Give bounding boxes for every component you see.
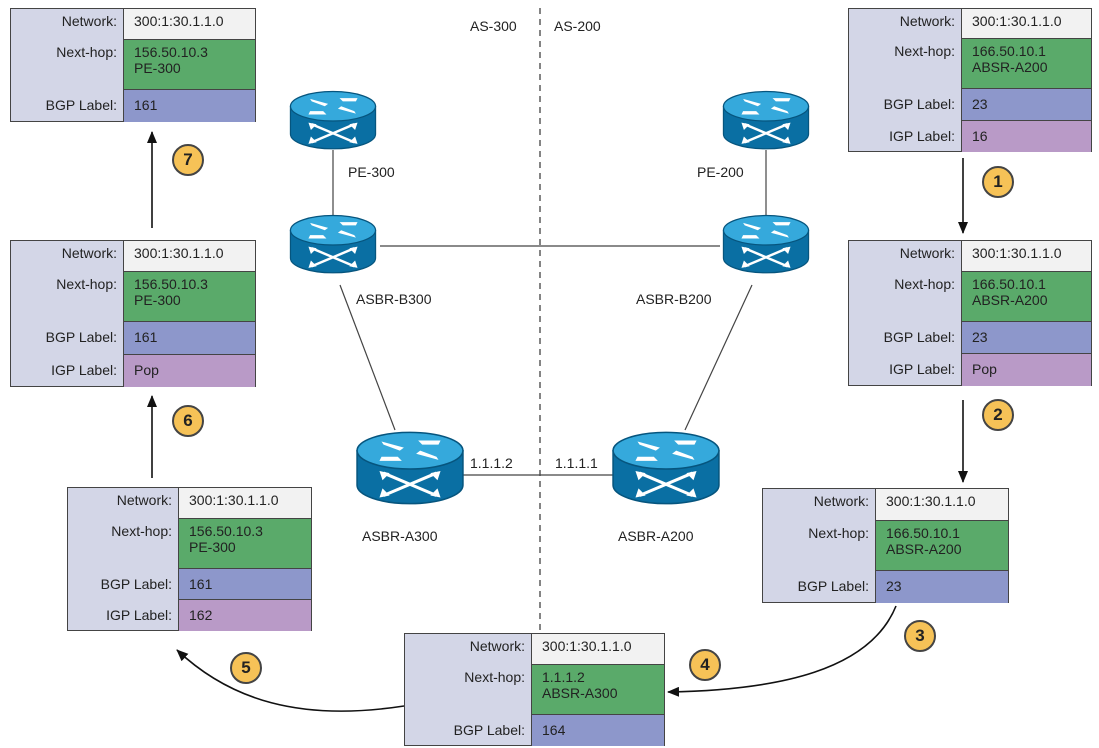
nexthop-label: Next-hop:	[894, 276, 955, 292]
bgp-value: 164	[531, 715, 664, 746]
step-5-badge: 5	[230, 652, 262, 684]
label-table-step-1: Network: 300:1:30.1.1.0 Next-hop: 166.50…	[848, 8, 1092, 152]
nexthop-label: Next-hop:	[56, 44, 117, 60]
network-value: 300:1:30.1.1.0	[123, 9, 255, 40]
bgp-label: BGP Label:	[453, 722, 525, 738]
label-table-step-7: Network: 300:1:30.1.1.0 Next-hop: 156.50…	[10, 8, 256, 122]
bgp-value: 161	[178, 569, 311, 600]
router-asbr-a200-icon	[611, 430, 721, 506]
bgp-value: 23	[875, 571, 1008, 603]
as-200-label: AS-200	[554, 18, 601, 34]
igp-label: IGP Label:	[106, 607, 172, 623]
nexthop-label: Next-hop:	[894, 43, 955, 59]
bgp-label: BGP Label:	[100, 576, 172, 592]
step-2-badge: 2	[982, 399, 1014, 431]
step-1-badge: 1	[982, 166, 1014, 198]
bgp-value: 161	[123, 90, 255, 122]
network-label: Network:	[899, 13, 955, 29]
ip-asbr-a200: 1.1.1.1	[555, 455, 598, 471]
router-pe300-label: PE-300	[348, 164, 395, 180]
router-asbr-a300-icon	[355, 430, 465, 506]
bgp-value: 23	[961, 322, 1091, 354]
igp-label: IGP Label:	[889, 361, 955, 377]
network-value: 300:1:30.1.1.0	[531, 634, 664, 665]
network-value: 300:1:30.1.1.0	[123, 241, 255, 272]
network-label: Network:	[813, 493, 869, 509]
network-value: 300:1:30.1.1.0	[875, 489, 1008, 521]
step-7-badge: 7	[172, 144, 204, 176]
igp-label: IGP Label:	[889, 128, 955, 144]
router-asbr-a200-label: ASBR-A200	[618, 528, 694, 544]
label-table-step-5: Network: 300:1:30.1.1.0 Next-hop: 156.50…	[67, 487, 312, 631]
router-asbr-a300-label: ASBR-A300	[362, 528, 438, 544]
igp-value: 162	[178, 600, 311, 631]
network-value: 300:1:30.1.1.0	[961, 9, 1091, 39]
network-value: 300:1:30.1.1.0	[178, 488, 311, 519]
network-label: Network:	[61, 245, 117, 261]
label-table-step-3: Network: 300:1:30.1.1.0 Next-hop: 166.50…	[762, 488, 1009, 603]
router-pe200-label: PE-200	[697, 164, 744, 180]
step-6-badge: 6	[172, 405, 204, 437]
label-table-step-6: Network: 300:1:30.1.1.0 Next-hop: 156.50…	[10, 240, 256, 387]
link-asbrb300-asbra300	[339, 284, 396, 431]
igp-value: Pop	[123, 355, 255, 387]
network-value: 300:1:30.1.1.0	[961, 241, 1091, 272]
network-label: Network:	[61, 13, 117, 29]
nexthop-label: Next-hop:	[808, 525, 869, 541]
bgp-label: BGP Label:	[883, 329, 955, 345]
nexthop-label: Next-hop:	[56, 276, 117, 292]
nexthop-label: Next-hop:	[111, 523, 172, 539]
router-asbr-b300-label: ASBR-B300	[356, 291, 432, 307]
igp-value: 16	[961, 121, 1091, 152]
network-label: Network:	[116, 492, 172, 508]
bgp-value: 23	[961, 89, 1091, 121]
bgp-value: 161	[123, 322, 255, 355]
network-label: Network:	[899, 245, 955, 261]
router-pe200-icon	[722, 90, 810, 151]
arrow-step-5	[176, 649, 405, 712]
bgp-label: BGP Label:	[797, 578, 869, 594]
router-pe300-icon	[289, 90, 377, 151]
bgp-label: BGP Label:	[883, 96, 955, 112]
bgp-label: BGP Label:	[45, 329, 117, 345]
ip-asbr-a300: 1.1.1.2	[470, 455, 513, 471]
label-table-step-2: Network: 300:1:30.1.1.0 Next-hop: 166.50…	[848, 240, 1092, 386]
network-label: Network:	[469, 638, 525, 654]
step-4-badge: 4	[689, 649, 721, 681]
igp-label: IGP Label:	[51, 362, 117, 378]
bgp-label: BGP Label:	[45, 97, 117, 113]
nexthop-label: Next-hop:	[464, 669, 525, 685]
arrow-step-3-4	[667, 605, 897, 697]
link-asbrb200-asbra200	[684, 284, 753, 431]
igp-value: Pop	[961, 354, 1091, 386]
router-asbr-b200-icon	[722, 214, 810, 275]
router-asbr-b200-label: ASBR-B200	[636, 291, 712, 307]
as-300-label: AS-300	[470, 18, 517, 34]
step-3-badge: 3	[904, 620, 936, 652]
router-asbr-b300-icon	[289, 214, 377, 275]
label-table-step-4: Network: 300:1:30.1.1.0 Next-hop: 1.1.1.…	[404, 633, 665, 746]
